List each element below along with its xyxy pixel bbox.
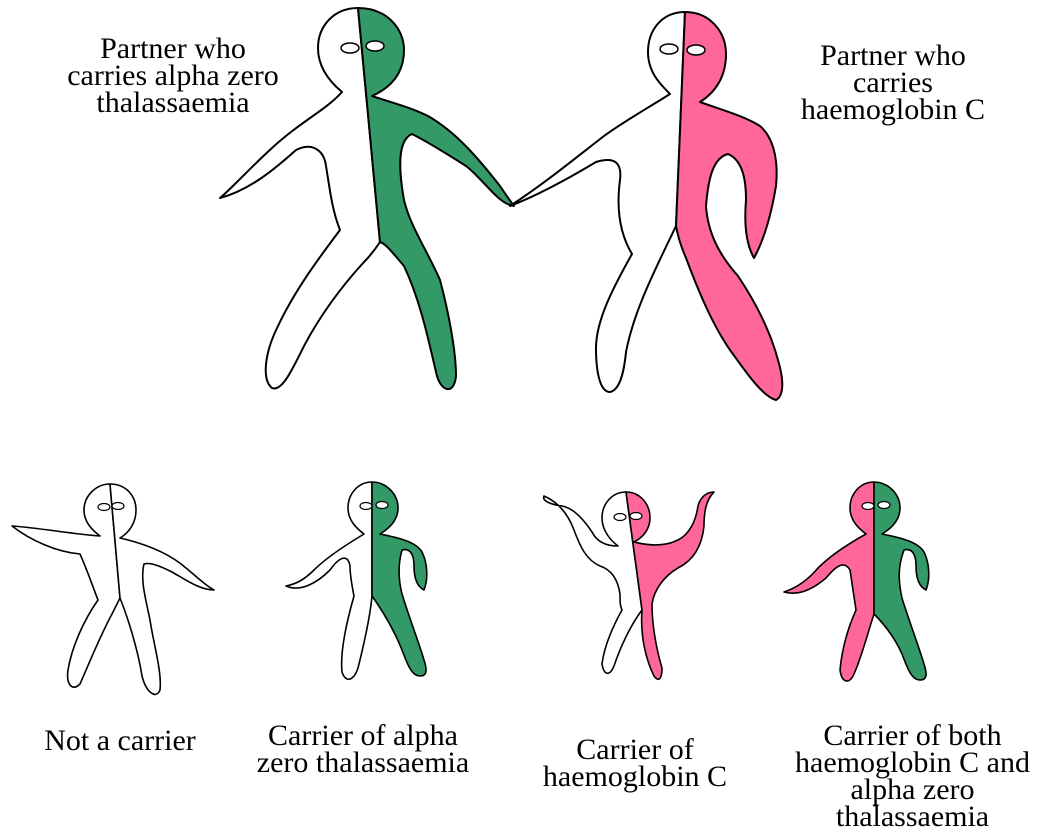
child-4-right-half — [874, 482, 929, 680]
child-1-left-eye — [98, 504, 110, 511]
child-2-left-eye — [360, 503, 372, 510]
child-3-left-eye — [614, 514, 626, 521]
parent-hbc-right-eye — [687, 45, 705, 55]
parent-hbc-right-half — [676, 12, 782, 400]
child-3-right-half — [626, 492, 714, 679]
child-figure-not-carrier — [12, 484, 214, 694]
child-label-hbc-carrier: Carrier of haemoglobin C — [515, 736, 755, 790]
parent-hbc-left-eye — [660, 44, 678, 54]
child-1-right-half — [110, 484, 214, 694]
child-figure-both-carrier — [784, 482, 929, 681]
child-4-right-eye — [878, 502, 890, 509]
child-label-alpha-carrier: Carrier of alpha zero thalassaemia — [238, 722, 488, 776]
child-3-right-eye — [630, 513, 642, 520]
child-4-left-half — [784, 482, 874, 681]
child-1-left-half — [12, 484, 120, 687]
child-3-left-half — [544, 492, 642, 673]
parent-label-hbc-carrier: Partner who carries haemoglobin C — [768, 42, 1018, 123]
child-1-right-eye — [112, 503, 124, 510]
child-4-left-eye — [862, 503, 874, 510]
parent-alpha-left-eye — [341, 43, 359, 53]
child-label-not-carrier: Not a carrier — [20, 727, 220, 754]
child-label-both-carrier: Carrier of both haemoglobin C and alpha … — [780, 722, 1045, 830]
child-2-right-half — [372, 482, 427, 676]
parent-alpha-right-eye — [366, 41, 384, 51]
child-2-right-eye — [376, 502, 388, 509]
child-figure-alpha-carrier — [286, 482, 427, 679]
child-figure-hbc-carrier — [544, 492, 714, 679]
parent-figure-hbc-carrier — [510, 12, 782, 400]
parent-alpha-right-half — [358, 8, 514, 389]
parent-label-alpha-carrier: Partner who carries alpha zero thalassae… — [48, 35, 298, 116]
child-2-left-half — [286, 482, 372, 679]
parent-hbc-left-half — [510, 12, 685, 392]
